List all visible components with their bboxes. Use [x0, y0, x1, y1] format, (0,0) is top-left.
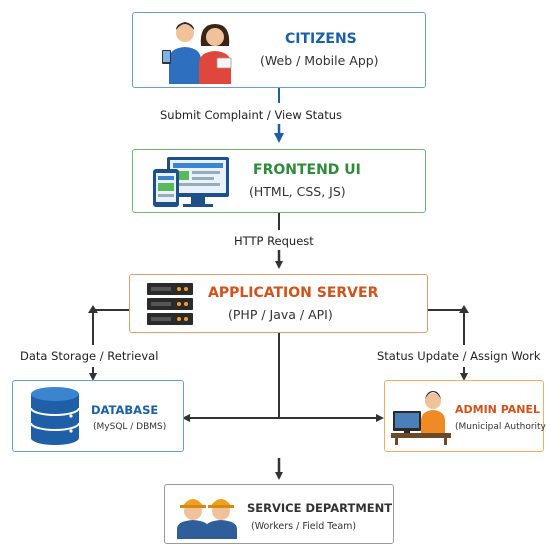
citizens-subtitle: (Web / Mobile App)	[260, 53, 379, 68]
citizens-people-icon	[162, 22, 232, 84]
service-department-title: SERVICE DEPARTMENT	[247, 501, 393, 515]
admin-panel-node: ADMIN PANEL (Municipal Authority)	[384, 380, 546, 452]
edge-label-citizens-frontend: Submit Complaint / View Status	[160, 108, 343, 122]
citizens-title: CITIZENS	[285, 31, 357, 47]
application-server-node: APPLICATION SERVER (PHP / Java / API)	[129, 274, 428, 333]
database-node: DATABASE (MySQL / DBMS)	[12, 380, 184, 452]
frontend-node: FRONTEND UI (HTML, CSS, JS)	[132, 149, 426, 213]
arrow-server-admin	[428, 309, 465, 345]
service-department-subtitle: (Workers / Field Team)	[251, 521, 357, 532]
edge-label-frontend-server: HTTP Request	[234, 234, 314, 248]
frontend-title: FRONTEND UI	[253, 162, 361, 178]
database-subtitle: (MySQL / DBMS)	[93, 422, 167, 432]
admin-panel-title: ADMIN PANEL	[455, 403, 541, 416]
edge-label-server-database: Data Storage / Retrieval	[20, 349, 159, 363]
service-department-node: SERVICE DEPARTMENT (Workers / Field Team…	[164, 484, 394, 544]
application-server-subtitle: (PHP / Java / API)	[228, 307, 333, 322]
application-server-title: APPLICATION SERVER	[208, 285, 379, 301]
database-cylinder-icon	[30, 387, 80, 445]
frontend-subtitle: (HTML, CSS, JS)	[249, 184, 346, 199]
workers-hardhat-icon	[177, 499, 237, 539]
citizens-node: CITIZENS (Web / Mobile App)	[132, 12, 426, 88]
database-title: DATABASE	[91, 403, 159, 417]
admin-panel-subtitle: (Municipal Authority)	[455, 422, 546, 432]
admin-at-desk-icon	[391, 391, 451, 445]
arrow-server-database	[92, 309, 129, 345]
server-rack-icon	[147, 283, 193, 325]
devices-icon	[153, 157, 229, 207]
edge-label-server-admin: Status Update / Assign Work	[377, 349, 541, 363]
